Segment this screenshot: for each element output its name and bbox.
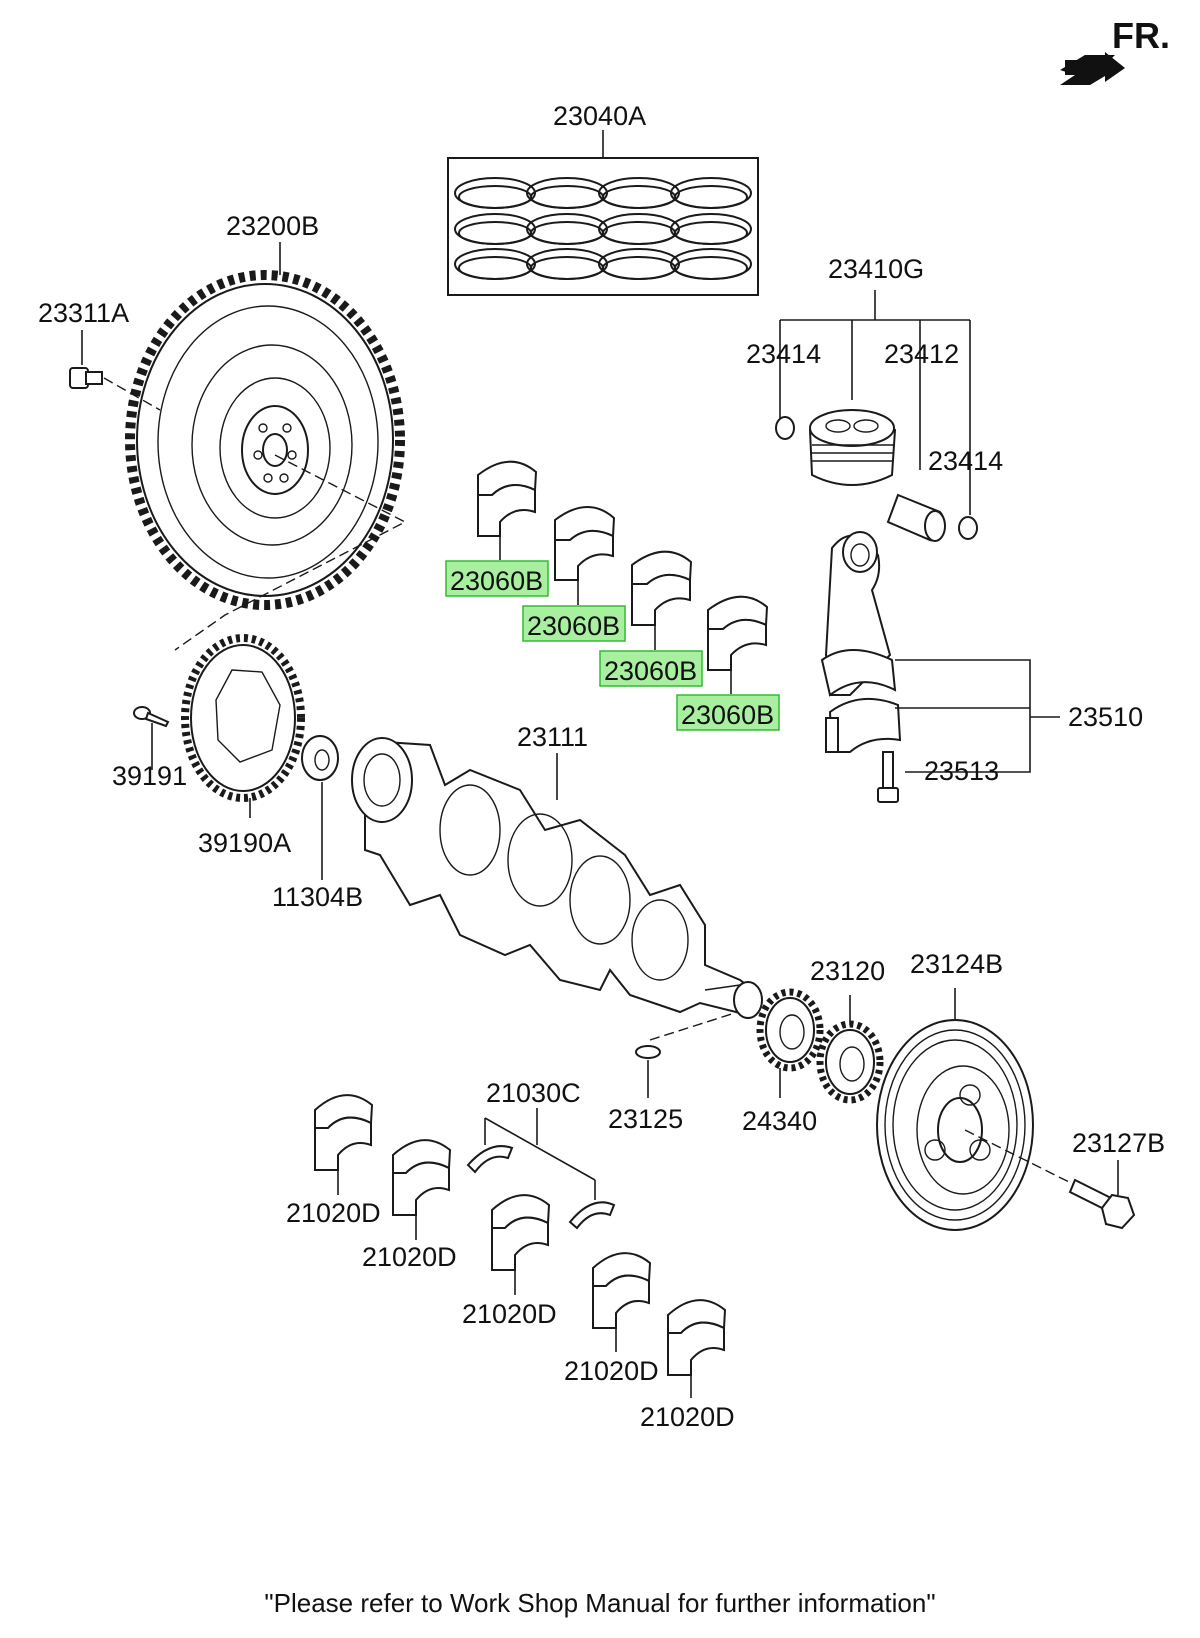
flywheel[interactable] [125,270,405,610]
main-bearing-2[interactable] [392,1139,452,1216]
front-direction-label: FR. [1112,15,1170,56]
label-21020d-4: 21020D [564,1356,659,1386]
label-39191: 39191 [112,761,187,791]
flywheel-bolt[interactable] [69,367,103,389]
label-23060b-4: 23060B [681,700,774,730]
label-23040a: 23040A [553,101,646,131]
label-21020d-5: 21020D [640,1402,735,1432]
label-23125: 23125 [608,1104,683,1134]
label-23414-right: 23414 [928,446,1003,476]
crankshaft[interactable] [351,737,763,1019]
label-23410g: 23410G [828,254,924,284]
crank-sprocket[interactable] [816,1020,884,1104]
conrod-bearing-3[interactable] [631,550,693,626]
connecting-rod[interactable] [820,531,902,753]
snap-ring-left[interactable] [775,416,795,440]
label-23513: 23513 [924,756,999,786]
thrust-washer-lower[interactable] [568,1201,616,1230]
label-24340: 24340 [742,1106,817,1136]
label-23060b-2: 23060B [527,611,620,641]
label-23120: 23120 [810,956,885,986]
thrust-washer-upper[interactable] [466,1145,514,1174]
label-11304b: 11304B [272,882,363,912]
label-23124b: 23124B [910,949,1003,979]
label-23111: 23111 [517,722,588,752]
woodruff-key[interactable] [635,1045,661,1059]
conrod-bearing-4[interactable] [707,595,769,671]
label-21030c: 21030C [486,1078,581,1108]
footer-note: "Please refer to Work Shop Manual for fu… [264,1588,936,1618]
piston[interactable] [808,409,897,486]
label-23510: 23510 [1068,702,1143,732]
conrod-bearing-2[interactable] [554,506,616,581]
label-23060b-1: 23060B [450,566,543,596]
conrod-bearing-1[interactable] [477,460,538,537]
snap-ring-right[interactable] [958,516,978,540]
label-23127b: 23127B [1072,1128,1165,1158]
pilot-bushing[interactable] [301,735,339,781]
main-bearing-3[interactable] [491,1194,551,1271]
main-bearing-1[interactable] [314,1094,374,1171]
label-23414-left: 23414 [746,339,821,369]
label-39190a: 39190A [198,828,291,858]
piston-ring-set[interactable] [447,157,759,296]
label-23412: 23412 [884,339,959,369]
front-direction-arrow-icon [1060,52,1125,85]
reluctor-wheel[interactable] [181,634,305,802]
label-21020d-2: 21020D [362,1242,457,1272]
label-21020d-1: 21020D [286,1198,381,1228]
plate-screw[interactable] [133,706,170,728]
label-21020d-3: 21020D [462,1299,557,1329]
label-23200b: 23200B [226,211,319,241]
oil-pump-sprocket[interactable] [756,988,824,1072]
main-bearing-4[interactable] [592,1252,652,1329]
conrod-bolt[interactable] [877,751,899,803]
piston-pin[interactable] [886,493,946,542]
label-23060b-3: 23060B [604,656,697,686]
label-23311a: 23311A [38,298,129,328]
pulley-bolt[interactable] [1068,1178,1136,1230]
main-bearing-5[interactable] [667,1299,727,1376]
damper-pulley[interactable] [876,1019,1034,1231]
